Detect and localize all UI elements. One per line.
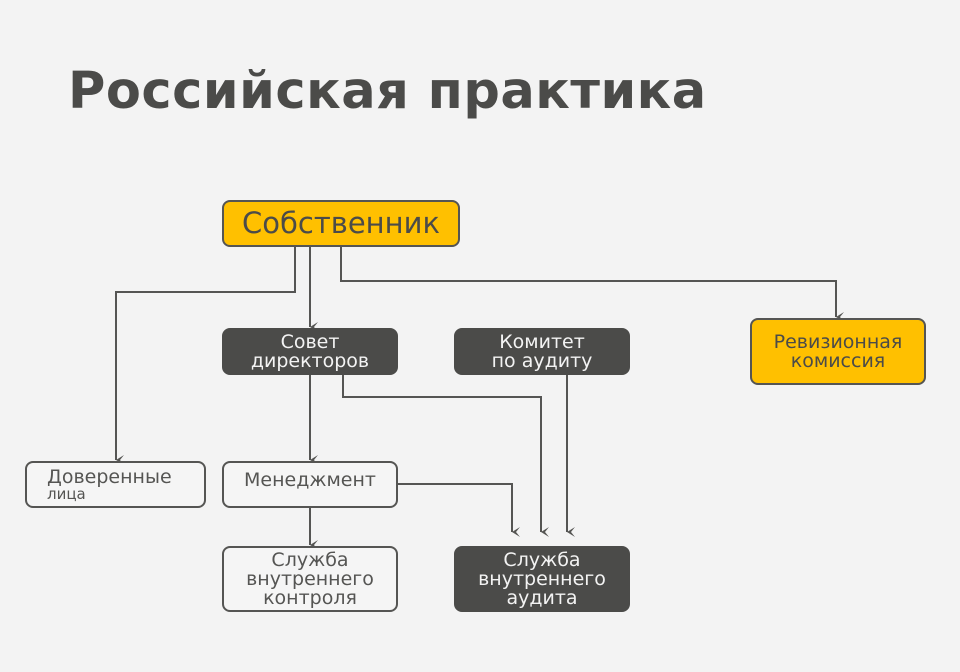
node-label: аудита	[506, 586, 578, 609]
node-label: Доверенные	[47, 465, 172, 488]
page-title: Российская практика	[68, 62, 707, 121]
edge-board-internal-audit	[342, 375, 549, 537]
node-audit-committee: Комитет по аудиту	[454, 328, 630, 375]
edge-owner-revision	[340, 246, 844, 322]
node-label: Менеджмент	[244, 469, 376, 491]
node-label: Ревизионная	[773, 330, 903, 353]
node-label: контроля	[263, 586, 357, 609]
node-label: лица	[47, 484, 86, 503]
node-trustees: Доверенные лица	[25, 461, 206, 508]
node-label: по аудиту	[491, 349, 593, 372]
edge-management-internal-audit	[397, 483, 520, 537]
node-management: Менеджмент	[222, 461, 398, 508]
node-label: внутреннего	[478, 567, 606, 590]
node-owner: Собственник	[222, 200, 460, 247]
node-label: комиссия	[790, 349, 886, 372]
node-label: Служба	[271, 548, 349, 571]
node-revision-commission: Ревизионная комиссия	[750, 318, 926, 385]
node-label: Совет	[280, 330, 340, 353]
node-label: Служба	[503, 548, 581, 571]
node-internal-control: Служба внутреннего контроля	[222, 546, 398, 612]
node-label: директоров	[250, 349, 370, 372]
node-label: Собственник	[242, 206, 440, 240]
node-board: Совет директоров	[222, 328, 398, 375]
node-internal-audit: Служба внутреннего аудита	[454, 546, 630, 612]
node-label: внутреннего	[246, 567, 374, 590]
node-label: Комитет	[499, 330, 585, 353]
edge-owner-trustees	[115, 246, 296, 465]
